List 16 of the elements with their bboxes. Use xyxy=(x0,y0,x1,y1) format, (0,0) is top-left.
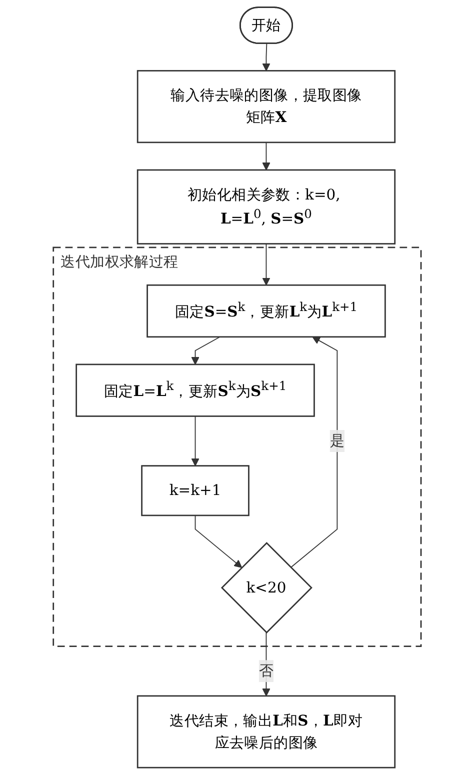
node-box: 固定L=L$^{k}$，更新S$^{k}$为S$^{k+1}$ xyxy=(75,364,315,417)
node-box: k=k+1 xyxy=(140,465,250,516)
edge-label: 否 xyxy=(258,662,274,680)
arrow xyxy=(194,514,242,568)
arrow xyxy=(262,43,270,72)
edge-label: 是 xyxy=(330,432,344,450)
arrow xyxy=(262,243,270,286)
arrow xyxy=(191,336,220,365)
arrow xyxy=(290,336,338,568)
node-box: 迭代结束，输出L和S，L即对应去噪后的图像 xyxy=(136,695,396,768)
node-box: 输入待去噪的图像，提取图像矩阵X xyxy=(136,70,396,144)
node-diamond: k<20 xyxy=(220,542,312,634)
node-box: 固定S=S$^{k}$，更新L$^{k}$为L$^{k+1}$ xyxy=(146,284,386,338)
node-box: 初始化相关参数：k=0, L=L$^{0}$, S=S$^{0}$ xyxy=(136,169,396,244)
arrow xyxy=(262,142,270,170)
arrow xyxy=(191,416,200,466)
